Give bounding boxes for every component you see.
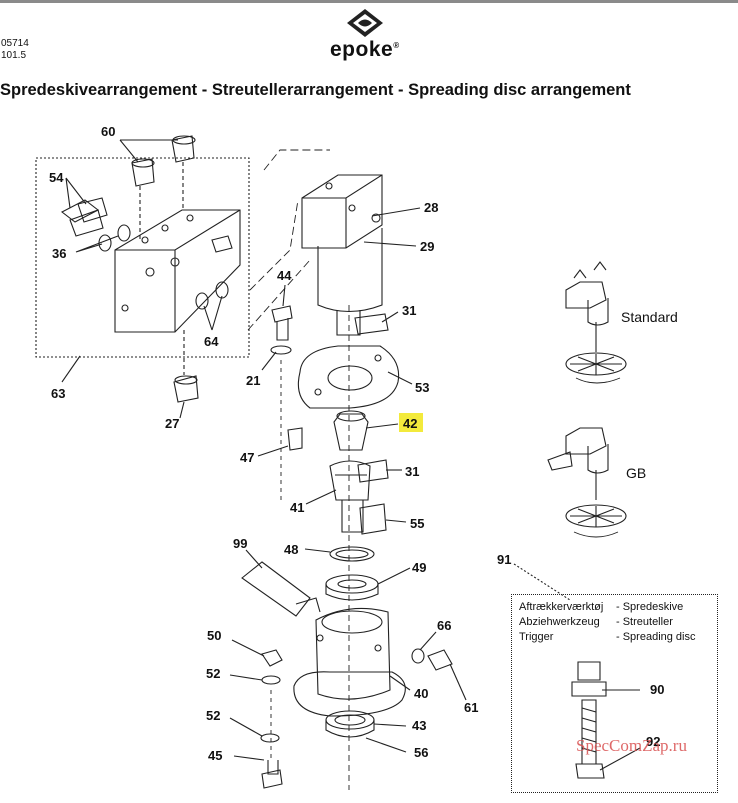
tool-row-de-left: Abziehwerkzeug	[519, 616, 600, 628]
callout-45: 45	[208, 748, 222, 763]
tool-puller	[571, 661, 641, 779]
grease-tube-99	[241, 561, 321, 617]
highlight-marker	[399, 413, 423, 432]
tool-box	[511, 594, 718, 793]
callout-40: 40	[414, 686, 428, 701]
callout-21: 21	[246, 373, 260, 388]
tool-row-en: Trigger - Spreading disc	[519, 631, 696, 643]
callout-50: 50	[207, 628, 221, 643]
fittings-54	[60, 197, 108, 237]
callout-29: 29	[420, 239, 434, 254]
valve-group-boundary	[35, 157, 250, 358]
orings	[98, 224, 229, 310]
callout-48: 48	[284, 542, 298, 557]
gb-variant-illustration	[547, 427, 627, 538]
top-border-line	[0, 0, 738, 3]
tool-row-da: Aftrækkerværktøj - Spredeskive	[519, 601, 683, 613]
callout-31-lower: 31	[405, 464, 419, 479]
nut-42	[333, 410, 369, 451]
brand-name: epoke®	[330, 38, 400, 62]
callout-28: 28	[424, 200, 438, 215]
tool-row-da-left: Aftrækkerværktøj	[519, 601, 604, 613]
snap-ring-48	[329, 546, 375, 562]
callout-90: 90	[650, 682, 664, 697]
washer-66	[411, 648, 425, 664]
bearing-49	[325, 574, 379, 601]
nut-50	[261, 649, 283, 685]
callout-31-upper: 31	[402, 303, 416, 318]
callout-54: 54	[49, 170, 64, 185]
page-title: Spredeskivearrangement - Streutellerarra…	[0, 81, 631, 99]
callout-99: 99	[233, 536, 247, 551]
callout-27: 27	[165, 416, 179, 431]
variant-label-gb: GB	[626, 465, 646, 481]
brand-word: epoke	[330, 38, 394, 61]
callout-44: 44	[277, 268, 292, 283]
callout-49: 49	[412, 560, 426, 575]
doc-number-line1: 05714	[1, 38, 29, 49]
callout-41: 41	[290, 500, 304, 515]
hydraulic-motor	[301, 174, 389, 336]
callout-52-lower: 52	[206, 708, 220, 723]
callout-56: 56	[414, 745, 428, 760]
washer-52b	[260, 733, 280, 743]
plug-27	[173, 375, 199, 403]
epoke-logo-icon	[347, 9, 383, 37]
fittings-60	[131, 135, 196, 187]
callout-53: 53	[415, 380, 429, 395]
callout-55: 55	[410, 516, 424, 531]
callout-52-upper: 52	[206, 666, 220, 681]
plug-61	[427, 649, 453, 671]
callout-64: 64	[204, 334, 219, 349]
shaft-41	[329, 459, 389, 535]
bolt-45	[261, 760, 283, 789]
callout-47: 47	[240, 450, 254, 465]
tool-row-en-right: - Spreading disc	[616, 631, 696, 643]
callout-92: 92	[646, 734, 660, 749]
tool-row-da-right: - Spredeskive	[616, 601, 684, 613]
callout-66: 66	[437, 618, 451, 633]
registered-mark: ®	[393, 41, 400, 50]
housing-40	[293, 607, 406, 717]
callout-42: 42	[403, 416, 417, 431]
callout-61: 61	[464, 700, 478, 715]
doc-number-line2: 101.5	[1, 50, 27, 61]
callout-43: 43	[412, 718, 426, 733]
bolt-44	[270, 305, 293, 355]
standard-variant-illustration	[565, 261, 627, 384]
tool-row-de: Abziehwerkzeug - Streuteller	[519, 616, 673, 628]
callout-36: 36	[52, 246, 66, 261]
variant-label-standard: Standard	[621, 309, 678, 325]
flange-53	[297, 345, 400, 409]
screw-47	[287, 427, 303, 451]
document-number: 05714 101.5	[1, 38, 29, 62]
seal-43	[325, 710, 375, 738]
callout-60: 60	[101, 124, 115, 139]
callout-63: 63	[51, 386, 65, 401]
valve-block	[114, 209, 241, 333]
tool-row-en-left: Trigger	[519, 631, 554, 643]
watermark: SpecComZap.ru	[576, 736, 687, 755]
callout-91: 91	[497, 552, 511, 567]
tool-row-de-right: - Streuteller	[616, 616, 673, 628]
